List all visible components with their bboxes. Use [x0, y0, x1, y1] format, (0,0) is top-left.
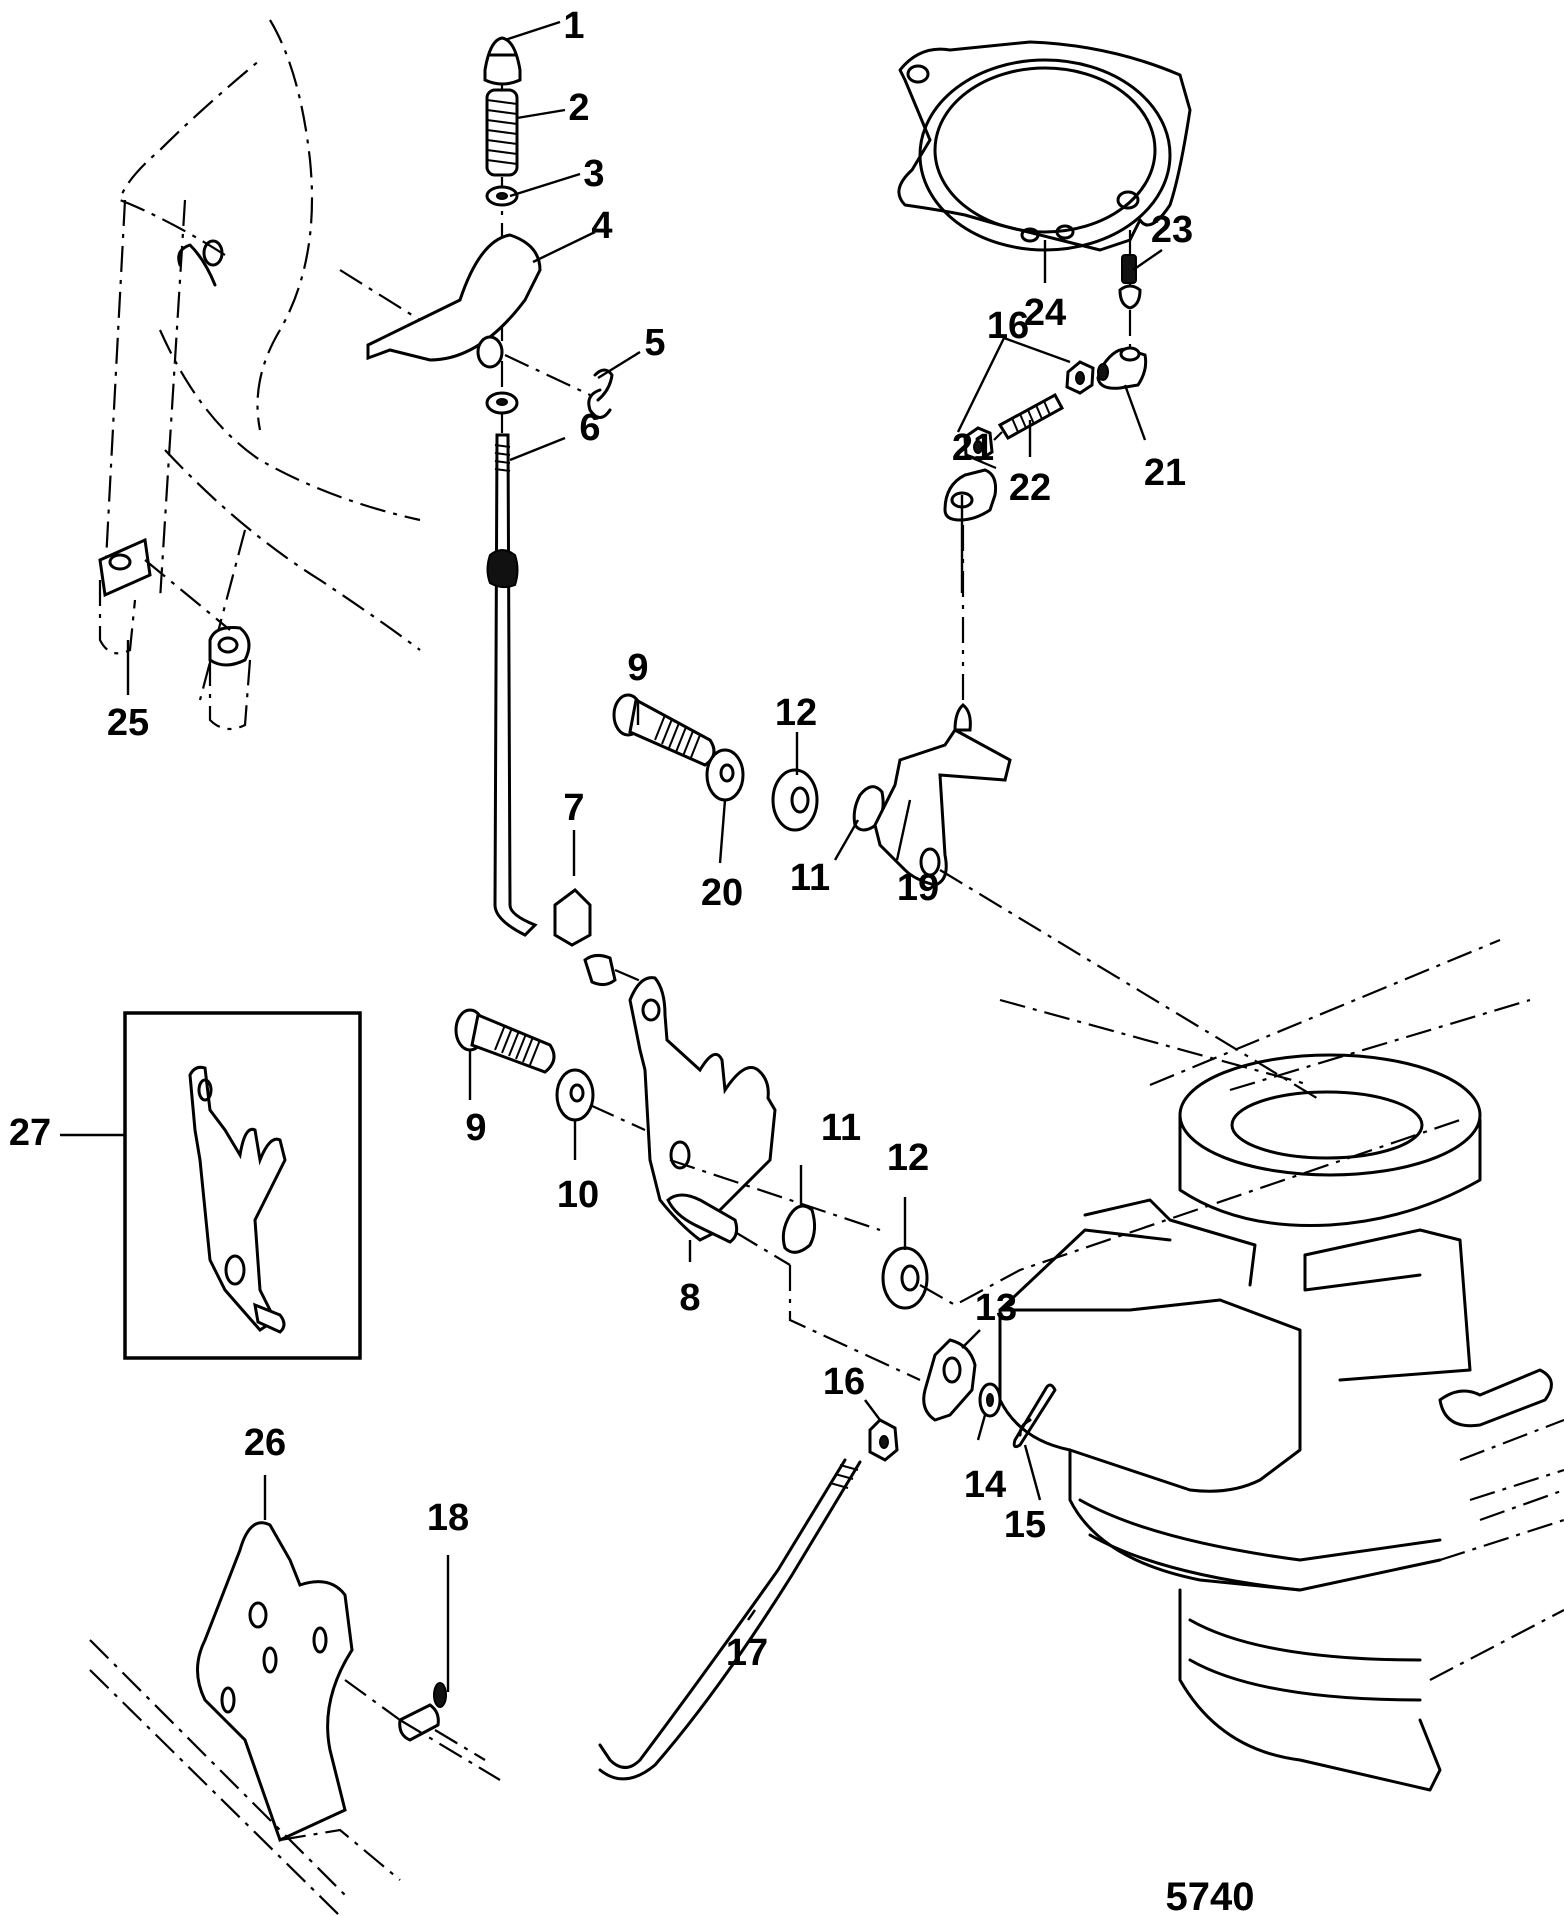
callout-26: 26 — [244, 1422, 286, 1464]
engine-block — [998, 938, 1564, 1792]
callout-8: 8 — [679, 1277, 700, 1319]
callout-2: 2 — [568, 87, 589, 129]
bushing-lower — [881, 1246, 929, 1310]
alternate-lever-inset — [123, 1011, 362, 1360]
callout-11-upper: 11 — [790, 857, 830, 899]
callout-9-lower: 9 — [465, 1107, 486, 1149]
callout-13: 13 — [975, 1287, 1017, 1329]
callout-3: 3 — [583, 153, 604, 195]
callout-15: 15 — [1004, 1504, 1046, 1546]
callout-22: 22 — [1009, 467, 1051, 509]
swivel-fitting — [398, 1682, 447, 1742]
callout-16-upper: 16 — [987, 305, 1029, 347]
anchor-bracket — [196, 1521, 354, 1843]
callout-19: 19 — [897, 867, 939, 909]
shoulder-bolt-upper — [612, 693, 716, 767]
lever-cluster — [454, 888, 1461, 1381]
throttle-lever — [873, 728, 1012, 887]
threaded-stud — [997, 392, 1065, 441]
callout-20: 20 — [701, 872, 743, 914]
lower-linkage — [89, 1338, 1057, 1916]
callout-5: 5 — [644, 322, 665, 364]
bushing-upper — [771, 768, 819, 832]
callout-9-upper: 9 — [627, 647, 648, 689]
callout-1: 1 — [563, 5, 584, 47]
callout-21-right: 21 — [1144, 452, 1186, 494]
shift-rod — [493, 433, 538, 937]
callout-17: 17 — [726, 1632, 768, 1674]
callout-21-left: 21 — [952, 427, 994, 469]
lever-bracket — [628, 976, 777, 1242]
e-clip — [587, 368, 614, 419]
vertical-stack — [339, 36, 614, 937]
acorn-nut — [483, 36, 522, 86]
callout-16-lower: 16 — [823, 1361, 865, 1403]
callout-12-upper: 12 — [775, 692, 817, 734]
washer-10 — [555, 1068, 595, 1122]
link-rod — [598, 1458, 847, 1769]
callout-7: 7 — [563, 787, 584, 829]
callout-12-lower: 12 — [887, 1137, 929, 1179]
cotter-pin — [1012, 1383, 1057, 1449]
callout-6: 6 — [579, 407, 600, 449]
figure-number: 5740 — [1166, 1875, 1255, 1916]
callout-23: 23 — [1151, 209, 1193, 251]
callout-25: 25 — [107, 702, 149, 744]
shoulder-bolt-lower — [454, 1008, 556, 1074]
bracket-housing-drawing — [98, 19, 421, 731]
callout-24: 24 — [1024, 292, 1066, 334]
callout-labels: 1 2 3 4 5 6 7 8 9 9 10 11 11 12 12 13 14… — [9, 5, 1255, 1916]
callout-10: 10 — [557, 1174, 599, 1216]
housing-hole — [202, 239, 224, 267]
shift-lever — [366, 233, 542, 362]
ball-stud — [1118, 254, 1142, 310]
mounting-plate — [897, 40, 1192, 252]
callout-14: 14 — [964, 1464, 1006, 1506]
washer-20 — [705, 748, 745, 802]
leader-lines — [60, 20, 1163, 1692]
rod-clip — [553, 888, 592, 947]
upper-right-assembly — [897, 40, 1192, 650]
callout-27: 27 — [9, 1112, 51, 1154]
wave-washer-lower — [781, 1204, 817, 1254]
callout-4: 4 — [591, 205, 612, 247]
callout-11-lower: 11 — [821, 1107, 861, 1149]
callout-18: 18 — [427, 1497, 469, 1539]
